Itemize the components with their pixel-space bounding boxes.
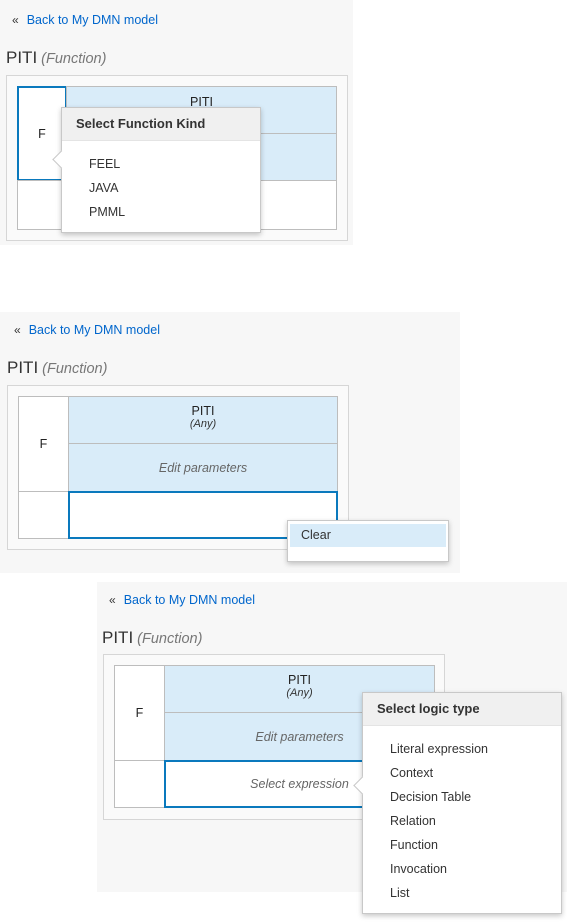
parameters-cell[interactable]: Edit parameters bbox=[68, 443, 338, 492]
back-link[interactable]: « Back to My DMN model bbox=[12, 13, 158, 27]
expression-name: PITI bbox=[7, 358, 39, 377]
row-number-cell bbox=[114, 760, 165, 808]
expression-kind: (Function) bbox=[41, 51, 107, 67]
function-kind-pmml[interactable]: PMML bbox=[89, 205, 126, 219]
function-header-cell[interactable]: PITI (Any) bbox=[68, 396, 338, 444]
function-name: PITI bbox=[191, 404, 215, 418]
back-link-label: Back to My DMN model bbox=[26, 13, 158, 27]
chevron-left-icon: « bbox=[14, 323, 21, 337]
chevron-left-icon: « bbox=[109, 593, 116, 607]
logic-type-literal-expression[interactable]: Literal expression bbox=[390, 742, 488, 756]
popover-title: Select Function Kind bbox=[62, 108, 260, 141]
function-grid: F PITI (Any) Edit parameters bbox=[7, 385, 349, 550]
expression-kind: (Function) bbox=[137, 631, 203, 647]
back-link[interactable]: « Back to My DMN model bbox=[109, 593, 255, 607]
editor-panel-1: «Back to My DMN model PITI(Function) F P… bbox=[0, 0, 353, 245]
editor-panel-2: «Back to My DMN model PITI(Function) F P… bbox=[0, 312, 460, 573]
expression-name: PITI bbox=[6, 48, 38, 67]
function-type: (Any) bbox=[286, 687, 313, 699]
back-link-label: Back to My DMN model bbox=[28, 323, 160, 337]
function-grid: F PITI (Any) Edit parameters Select expr… bbox=[103, 654, 445, 820]
cell-context-menu: Clear bbox=[287, 520, 449, 562]
parameters-label: Edit parameters bbox=[158, 460, 248, 475]
function-kind-feel[interactable]: FEEL bbox=[89, 157, 121, 171]
parameters-label: Edit parameters bbox=[255, 729, 344, 744]
function-name: PITI bbox=[288, 673, 311, 687]
popover-title: Select logic type bbox=[363, 693, 561, 726]
logic-type-relation[interactable]: Relation bbox=[390, 814, 436, 828]
function-kind-popover: Select Function Kind FEEL JAVA PMML bbox=[52, 107, 261, 233]
page-title: PITI(Function) bbox=[102, 628, 202, 648]
chevron-left-icon: « bbox=[12, 13, 19, 27]
logic-type-popover: Select logic type Literal expression Con… bbox=[353, 692, 562, 914]
clear-menu-item[interactable]: Clear bbox=[290, 524, 446, 547]
function-name: PITI bbox=[190, 95, 213, 109]
logic-type-context[interactable]: Context bbox=[390, 766, 434, 780]
page-title: PITI(Function) bbox=[6, 48, 106, 68]
function-kind-letter: F bbox=[38, 126, 46, 141]
select-expression-label: Select expression bbox=[250, 777, 349, 791]
editor-panel-3: «Back to My DMN model PITI(Function) F P… bbox=[97, 582, 567, 914]
page-title: PITI(Function) bbox=[7, 358, 107, 378]
function-type: (Any) bbox=[189, 418, 217, 430]
logic-type-function[interactable]: Function bbox=[390, 838, 438, 852]
expression-kind: (Function) bbox=[42, 361, 108, 377]
function-kind-cell[interactable]: F bbox=[18, 396, 69, 492]
expression-name: PITI bbox=[102, 628, 134, 647]
logic-type-list[interactable]: List bbox=[390, 886, 410, 900]
function-kind-cell[interactable]: F bbox=[17, 86, 67, 181]
logic-type-decision-table[interactable]: Decision Table bbox=[390, 790, 472, 804]
back-link[interactable]: « Back to My DMN model bbox=[14, 323, 160, 337]
function-kind-cell[interactable]: F bbox=[114, 665, 165, 761]
logic-type-invocation[interactable]: Invocation bbox=[390, 862, 447, 876]
row-number-cell bbox=[17, 180, 67, 230]
row-number-cell bbox=[18, 491, 69, 539]
back-link-label: Back to My DMN model bbox=[123, 593, 255, 607]
function-kind-letter: F bbox=[135, 706, 144, 720]
function-kind-java[interactable]: JAVA bbox=[89, 181, 119, 195]
function-kind-letter: F bbox=[39, 437, 48, 451]
